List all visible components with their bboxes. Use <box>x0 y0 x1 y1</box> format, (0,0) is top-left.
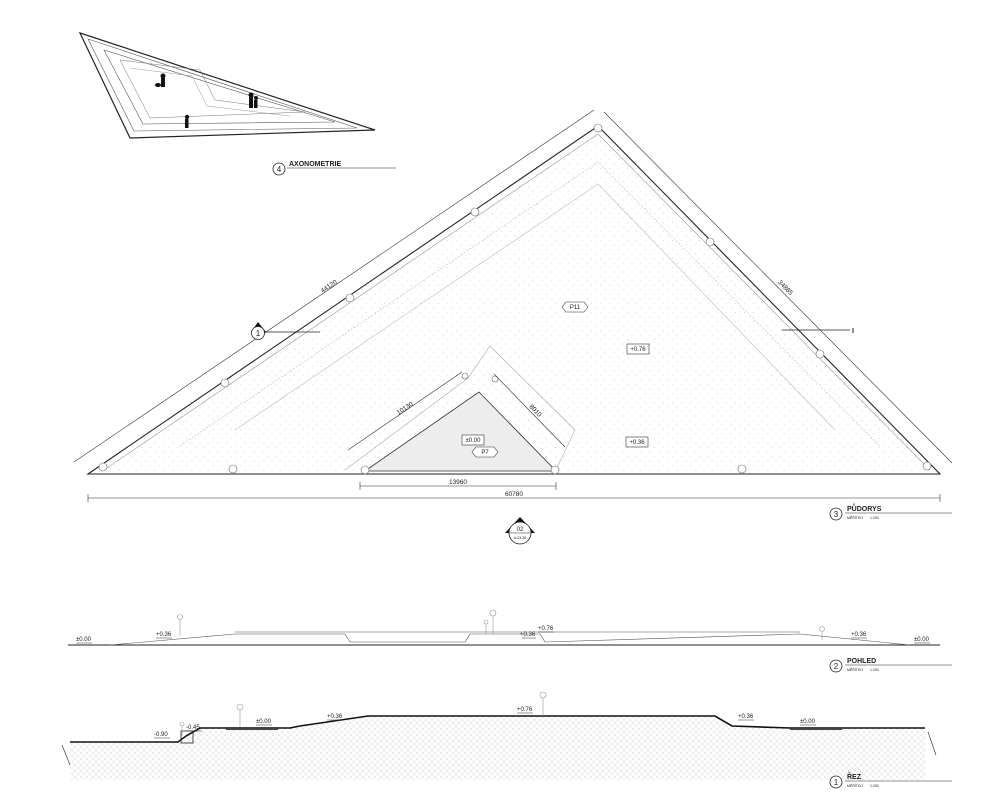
axonometry-view: 4 AXONOMETRIE <box>78 31 396 176</box>
section-view-number-circle <box>829 775 843 789</box>
elevation-view: ±0.00 +0.36 +0.36 +0.76 +0.36 ±0.00 2 PO… <box>68 609 952 673</box>
plan-lamp-markers <box>98 123 932 475</box>
axo-inner-step <box>119 59 306 119</box>
elevation-view-title: POHLED <box>847 658 876 665</box>
plan-tag-p7: P7 <box>481 450 489 456</box>
plan-dim-inner-base: 13960 <box>449 479 467 486</box>
plan-view-number: 3 <box>834 510 839 519</box>
axo-person-figures <box>155 73 258 128</box>
plan-inner-step <box>344 345 576 471</box>
section-retaining-lower <box>70 760 215 780</box>
elevation-level-marks <box>76 631 930 644</box>
elevation-level-5: +0.36 <box>851 632 867 638</box>
axo-inner-step-2 <box>129 67 291 117</box>
elevation-person-figures <box>177 609 825 640</box>
section-person-figures <box>179 691 547 736</box>
plan-inner-triangle <box>363 391 557 472</box>
plan-dim-bottom-total: 60780 <box>505 491 523 498</box>
section-level-1: -0.90 <box>154 732 168 738</box>
section-ground-fill <box>70 716 925 780</box>
section-level-5: +0.76 <box>517 707 533 713</box>
elevation-scale-value: 1:200 <box>870 668 879 672</box>
plan-view-number-circle <box>829 507 843 521</box>
section-terrain-line <box>70 715 925 743</box>
section-level-6: +0.36 <box>738 714 754 720</box>
section-break-right <box>927 731 937 756</box>
axo-view-number: 4 <box>277 165 282 174</box>
elevation-level-6: ±0.00 <box>914 637 930 643</box>
section-view-number: 1 <box>834 778 839 787</box>
plan-tag-p11-frame <box>561 301 589 313</box>
axo-view-number-circle <box>272 162 286 176</box>
plan-step-line-2 <box>234 183 836 431</box>
section-level-2: -0.45 <box>186 725 200 731</box>
section-level-3: ±0.00 <box>256 719 272 725</box>
axo-view-title: AXONOMETRIE <box>289 161 341 168</box>
plan-section-number: 1 <box>256 329 261 338</box>
elevation-level-3: +0.36 <box>520 632 536 638</box>
elevation-level-1: ±0.00 <box>76 637 92 643</box>
elevation-profile <box>109 633 911 646</box>
elevation-scale-label: MĚŘÍTKO <box>847 667 863 672</box>
section-level-7: ±0.00 <box>800 719 816 725</box>
plan-section-circle <box>251 326 265 340</box>
axo-rim <box>87 38 358 132</box>
section-view-title: ŘEZ <box>847 772 862 781</box>
plan-dim-left-side: 44120 <box>320 279 339 295</box>
plan-reference-number: 02 <box>517 527 524 533</box>
axo-terrace <box>103 49 336 125</box>
plan-view-title: PŮDORYS <box>847 503 882 513</box>
plan-dimensions <box>73 109 953 502</box>
plan-level-lower-frame <box>625 436 649 448</box>
plan-scale-value: 1:200 <box>870 516 879 520</box>
plan-tag-p7-frame <box>471 446 499 458</box>
plan-scale-label: MĚŘÍTKO <box>847 515 863 520</box>
section-scale-value: 1:200 <box>870 784 879 788</box>
plan-level-lower: +0.36 <box>629 440 645 446</box>
plan-view: 44120 34885 60780 13960 10130 8010 P11 +… <box>73 109 953 545</box>
plan-tag-p11: P11 <box>570 305 581 311</box>
section-bench-right <box>790 727 842 730</box>
plan-step-line-1 <box>179 161 881 447</box>
section-view: -0.90 -0.45 ±0.00 +0.36 +0.76 +0.36 ±0.0… <box>61 691 952 789</box>
section-scale-label: MĚŘÍTKO <box>847 783 863 788</box>
plan-reference-sheet: A-03-30 <box>514 536 527 540</box>
plan-level-upper: +0.76 <box>630 347 646 353</box>
elevation-view-number: 2 <box>834 662 839 671</box>
section-level-marks <box>154 712 816 739</box>
section-break-left <box>61 744 71 766</box>
plan-center-fill <box>365 392 556 471</box>
plan-level-center-frame <box>461 434 485 446</box>
plan-level-center: ±0.00 <box>466 438 482 444</box>
elevation-level-4: +0.76 <box>538 626 554 632</box>
section-level-4: +0.36 <box>327 714 343 720</box>
plan-level-upper-frame <box>626 343 650 355</box>
elevation-view-number-circle <box>829 659 843 673</box>
elevation-level-2: +0.36 <box>156 632 172 638</box>
plan-section-cut-label: I <box>852 328 854 335</box>
plan-terrace-fill <box>88 126 940 474</box>
section-bench-left <box>226 727 278 730</box>
